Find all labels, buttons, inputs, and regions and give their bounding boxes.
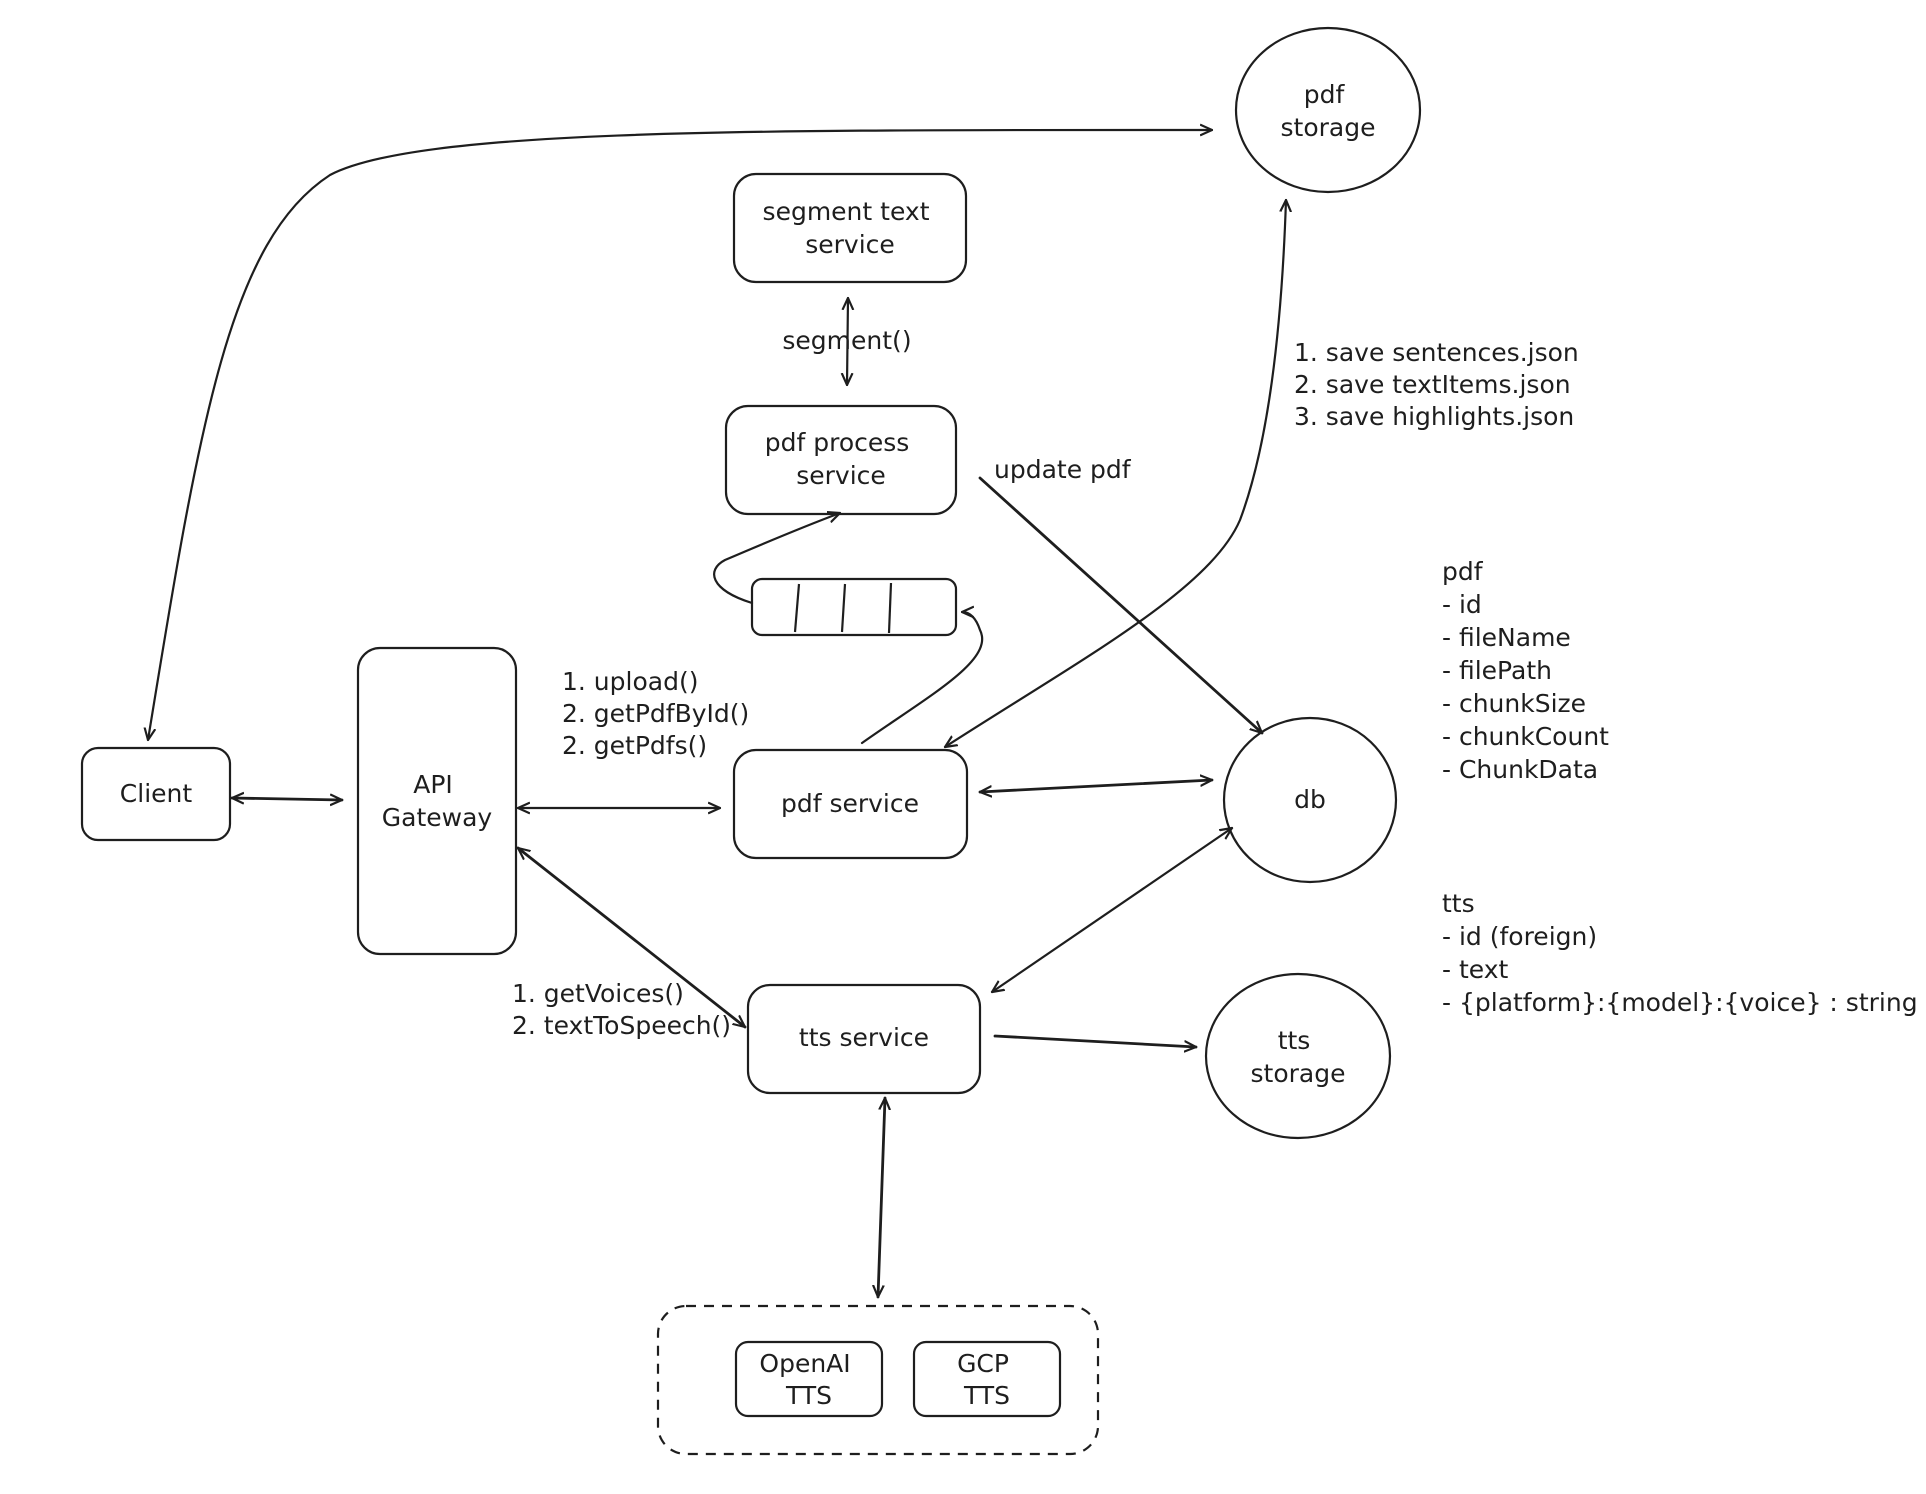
api-gateway-shape: [356, 646, 518, 956]
tts-providers-group: [656, 1304, 1100, 1456]
tts-calls-note: 1. getVoices() 2. textToSpeech(): [512, 979, 731, 1040]
pdf-storage-shape: [1234, 26, 1422, 194]
edge-queue-pdf-process: [713, 513, 842, 605]
db-label: db: [1294, 785, 1326, 814]
edge-segment-pdf-process: [847, 296, 848, 387]
queue-divider: [840, 583, 847, 633]
edge-api-gateway-tts-service: [516, 846, 747, 1029]
tts-service-shape: [746, 983, 982, 1095]
node-labels: pdf storage segment text service pdf pro…: [120, 80, 1376, 1410]
pdf-process-service-label: pdf process service: [765, 428, 918, 490]
client-shape: [80, 746, 232, 842]
edge-pdf-service-pdf-storage: [943, 198, 1286, 749]
client-label: Client: [120, 779, 193, 808]
segment-text-service-label: segment text service: [763, 197, 938, 259]
tts-storage-label: tts storage: [1251, 1026, 1346, 1088]
tts-storage-shape: [1204, 972, 1392, 1140]
gcp-tts-shape: [912, 1340, 1062, 1418]
pdf-service-calls-note: 1. upload() 2. getPdfById() 2. getPdfs(): [562, 667, 757, 760]
edges: [148, 130, 1286, 1299]
pdf-process-service-shape: [724, 404, 958, 516]
queue-divider: [887, 582, 893, 634]
tts-schema: tts - id (foreign) - text - {platform}:{…: [1442, 889, 1918, 1017]
edge-labels: segment() update pdf 1. upload() 2. getP…: [512, 326, 1587, 1040]
edge-client-pdf-storage: [148, 130, 1214, 742]
pdf-schema: pdf - id - fileName - filePath - chunkSi…: [1442, 557, 1617, 784]
gcp-tts-label: GCP TTS: [957, 1349, 1017, 1410]
openai-tts-label: OpenAI TTS: [759, 1349, 858, 1410]
edge-tts-service-db: [990, 826, 1234, 994]
queue-shape: [750, 577, 958, 637]
shapes: [80, 26, 1422, 1456]
edge-pdf-process-db: [978, 476, 1264, 735]
segment-call-label: segment(): [782, 326, 911, 355]
edge-pdf-service-queue: [860, 612, 984, 745]
segment-text-service-shape: [732, 172, 968, 284]
message-queue: [750, 577, 958, 637]
queue-divider: [793, 583, 801, 633]
tts-service-label: tts service: [799, 1023, 929, 1052]
update-pdf-label: update pdf: [994, 455, 1132, 484]
edge-client-api-gateway: [230, 798, 344, 800]
edge-tts-service-tts-storage: [993, 1034, 1198, 1047]
api-gateway-label: API Gateway: [382, 770, 493, 832]
openai-tts-shape: [734, 1340, 884, 1418]
storage-saves-note: 1. save sentences.json 2. save textItems…: [1294, 338, 1587, 431]
db-shape: [1222, 716, 1398, 884]
schemas: pdf - id - fileName - filePath - chunkSi…: [1442, 557, 1918, 1017]
edge-tts-service-providers: [878, 1096, 885, 1299]
pdf-storage-label: pdf storage: [1281, 80, 1376, 142]
pdf-service-label: pdf service: [781, 789, 919, 818]
edge-pdf-service-db: [978, 780, 1214, 792]
pdf-service-shape: [732, 748, 969, 860]
